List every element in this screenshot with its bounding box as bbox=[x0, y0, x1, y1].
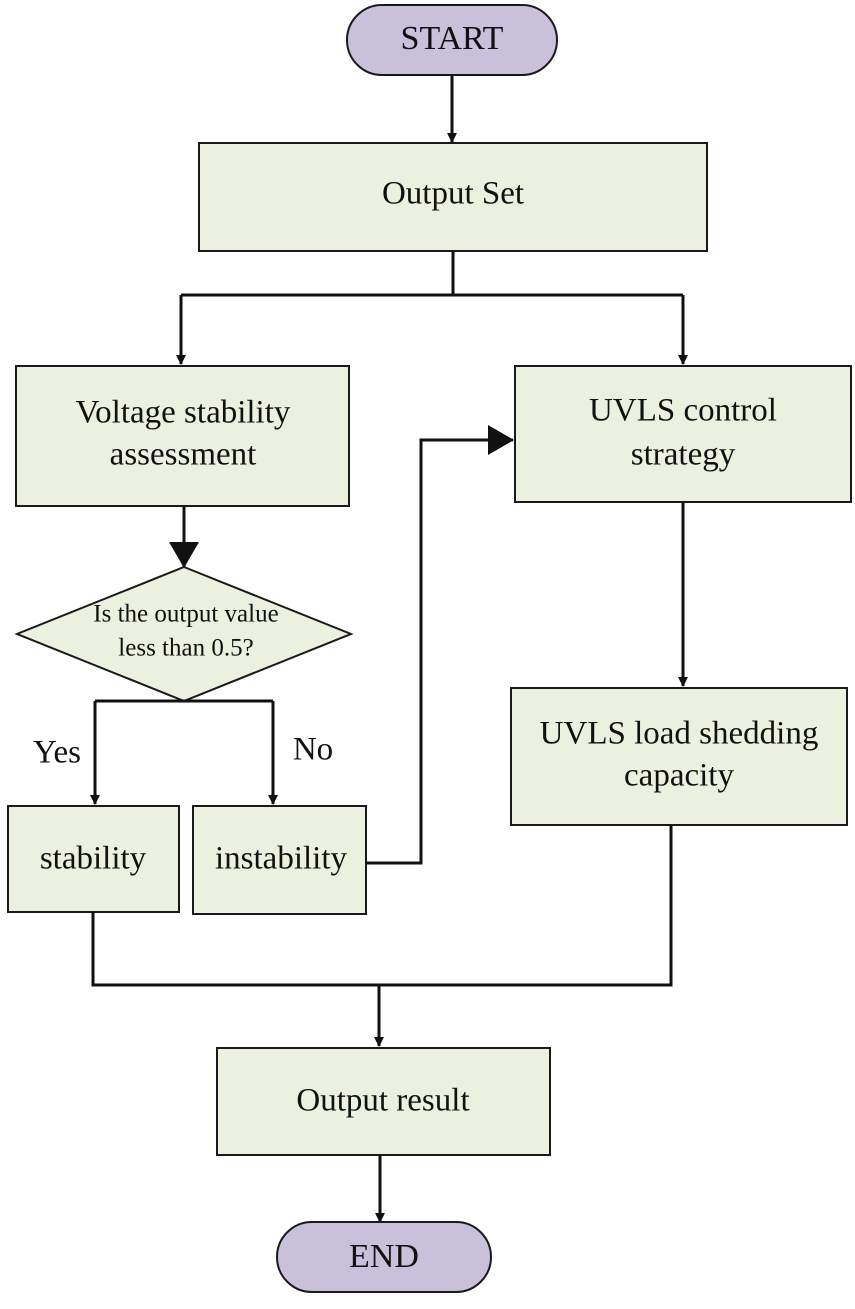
uvls-control-line-1: UVLS control bbox=[589, 393, 777, 429]
instability-label: instability bbox=[215, 841, 348, 877]
voltage-assessment-line-2: assessment bbox=[110, 437, 257, 473]
connector-merge-to-output-result bbox=[91, 825, 673, 1047]
output-set-box: Output Set bbox=[198, 142, 708, 252]
voltage-assessment-line-1: Voltage stability bbox=[76, 395, 291, 431]
decision-line-1: Is the output value bbox=[93, 601, 278, 628]
output-result-label: Output result bbox=[296, 1083, 469, 1119]
instability-box: instability bbox=[192, 805, 367, 915]
yes-label: Yes bbox=[33, 735, 81, 771]
uvls-shedding-line-2: capacity bbox=[624, 758, 734, 794]
end-label: END bbox=[349, 1238, 419, 1275]
connector-instability-to-uvls-control bbox=[366, 425, 514, 865]
decision-line-2: less than 0.5? bbox=[118, 635, 253, 662]
uvls-control-line-2: strategy bbox=[631, 437, 736, 473]
output-set-label: Output Set bbox=[382, 176, 524, 212]
voltage-assessment-box: Voltage stability assessment bbox=[15, 365, 350, 507]
start-terminal: START bbox=[346, 4, 558, 76]
connector-output-set-split bbox=[176, 251, 688, 365]
decision-diamond: Is the output value less than 0.5? bbox=[14, 565, 354, 703]
no-label: No bbox=[293, 732, 333, 768]
start-label: START bbox=[401, 20, 504, 57]
uvls-shedding-line-1: UVLS load shedding bbox=[540, 716, 819, 752]
connector-decision-branches bbox=[90, 699, 278, 805]
uvls-shedding-box: UVLS load shedding capacity bbox=[510, 687, 848, 826]
stability-box: stability bbox=[7, 805, 180, 913]
end-terminal: END bbox=[276, 1221, 492, 1293]
stability-label: stability bbox=[40, 841, 147, 877]
output-result-box: Output result bbox=[216, 1047, 551, 1156]
uvls-control-box: UVLS control strategy bbox=[514, 365, 852, 503]
